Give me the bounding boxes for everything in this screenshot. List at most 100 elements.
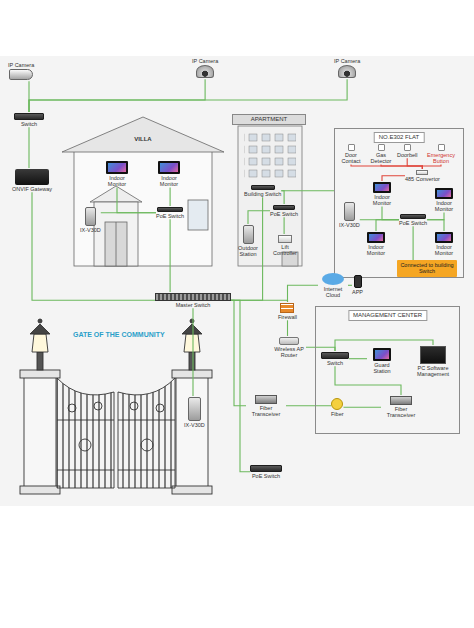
- region-box: NO.E302 FLATGas DetectorDoor ContactDoor…: [334, 128, 464, 278]
- device-node: PoE Switch: [270, 204, 298, 217]
- connector-line: [231, 197, 263, 300]
- device-node: IX-V30D: [339, 201, 360, 228]
- device-node: Gas Detector: [367, 143, 395, 165]
- connector-line: [413, 226, 414, 260]
- device-icon: [251, 185, 275, 190]
- device-label: Switch: [21, 121, 37, 127]
- device-label: IX-V30D: [184, 422, 205, 428]
- note-box: Connected to building Switch: [397, 260, 457, 277]
- device-node: IP Camera: [334, 58, 360, 79]
- device-node: APP: [352, 274, 363, 295]
- device-icon: [438, 144, 445, 151]
- device-icon: [338, 65, 356, 78]
- device-label: Indoor Monitor: [361, 244, 391, 257]
- device-node: PoE Switch: [250, 464, 282, 479]
- device-label: Lift Controller: [270, 244, 300, 257]
- device-icon: [280, 303, 294, 313]
- device-node: Fiber Transceiver: [381, 395, 421, 419]
- device-node: ONVIF Gateway: [12, 168, 52, 192]
- device-label: IX-V30D: [80, 227, 101, 233]
- device-label: Indoor Monitor: [100, 175, 134, 188]
- connector-line: [192, 308, 193, 396]
- connector-line: [376, 220, 399, 231]
- connector-line: [29, 79, 347, 112]
- device-label: IP Camera: [192, 58, 218, 64]
- connector-line: [284, 217, 285, 234]
- device-icon: [344, 202, 355, 221]
- connector-line: [382, 176, 405, 181]
- connector-line: [407, 158, 422, 169]
- device-label: Indoor Monitor: [429, 200, 459, 213]
- device-node: Indoor Monitor: [429, 187, 459, 213]
- device-node: Indoor Monitor: [429, 231, 459, 257]
- device-label: IP Camera: [8, 62, 34, 68]
- device-icon: [255, 395, 277, 404]
- device-icon: [373, 182, 391, 193]
- device-node: Fiber: [331, 397, 344, 417]
- connector-line: [427, 220, 444, 231]
- device-icon: [278, 235, 292, 243]
- device-node: Emergency Button: [427, 143, 455, 165]
- device-label: PoE Switch: [156, 213, 184, 219]
- device-node: Master Switch: [155, 292, 231, 308]
- device-node: Guard Station: [367, 347, 397, 375]
- device-icon: [348, 144, 355, 151]
- device-node: PC Software Management: [411, 345, 455, 378]
- device-icon: [404, 144, 411, 151]
- device-icon: [157, 207, 183, 212]
- device-icon: [106, 161, 128, 174]
- villa-house: [62, 117, 224, 266]
- device-icon: [14, 113, 44, 120]
- device-label: Master Switch: [176, 302, 211, 308]
- device-node: IP Camera: [192, 58, 218, 79]
- device-label: Indoor Monitor: [429, 244, 459, 257]
- connector-line: [348, 285, 352, 286]
- device-node: Firewall: [278, 302, 297, 320]
- device-label: PoE Switch: [270, 211, 298, 217]
- device-node: Indoor Monitor: [100, 160, 134, 188]
- device-node: Outdoor Station: [236, 224, 260, 258]
- device-icon: [9, 69, 33, 80]
- device-icon: [188, 397, 201, 421]
- device-label: Outdoor Station: [236, 245, 260, 258]
- device-node: IP Camera: [8, 62, 34, 81]
- connector-line: [231, 300, 250, 472]
- connector-line: [29, 79, 205, 112]
- device-label: Doorbell: [397, 152, 417, 158]
- region-heading: APARTMENT: [232, 114, 306, 125]
- device-label: APP: [352, 289, 363, 295]
- region-box: VILLAIndoor MonitorIndoor MonitorPoE Swi…: [68, 118, 218, 266]
- device-label: Wireless AP Router: [272, 346, 306, 359]
- connector-line: [344, 407, 382, 408]
- device-node: PoE Switch: [156, 206, 184, 219]
- device-node: Indoor Monitor: [152, 160, 186, 188]
- community-gate: [20, 319, 212, 494]
- device-label: Guard Station: [367, 362, 397, 375]
- connector-line: [335, 366, 401, 395]
- device-node: Doorbell: [397, 143, 417, 158]
- region-heading: VILLA: [134, 136, 151, 143]
- device-label: PC Software Management: [411, 365, 455, 378]
- connector-line: [101, 212, 156, 213]
- device-icon: [400, 214, 426, 219]
- device-label: Internet Cloud: [318, 286, 348, 299]
- device-icon: [390, 396, 412, 405]
- region-box: MANAGEMENT CENTERSwitchGuard StationPC S…: [315, 306, 460, 434]
- connector-line: [32, 192, 155, 300]
- device-icon: [367, 232, 385, 243]
- device-icon: [435, 188, 453, 199]
- connector-line: [288, 285, 319, 302]
- device-label: Firewall: [278, 314, 297, 320]
- device-icon: [416, 170, 428, 175]
- connector-line: [281, 190, 334, 191]
- device-icon: [155, 293, 231, 301]
- device-icon: [373, 348, 391, 361]
- device-label: PoE Switch: [399, 220, 427, 226]
- device-node: Internet Cloud: [318, 272, 348, 299]
- region-heading: NO.E302 FLAT: [374, 132, 425, 143]
- device-label: Switch: [327, 360, 343, 366]
- device-node: Fiber Transceiver: [246, 394, 286, 418]
- device-node: 485 Convertor: [405, 169, 440, 182]
- device-node: Building Switch: [244, 184, 281, 197]
- connector-line: [231, 300, 246, 406]
